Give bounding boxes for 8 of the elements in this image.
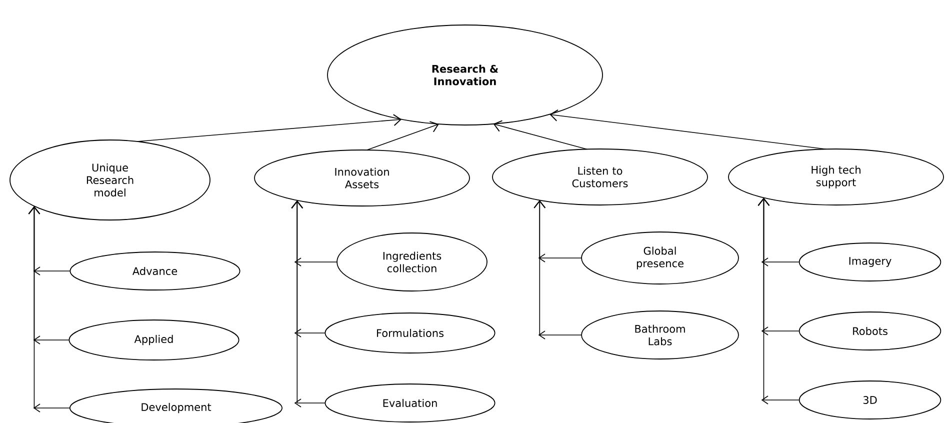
arrow	[136, 114, 402, 142]
arrow	[366, 121, 439, 150]
arrow	[758, 198, 800, 404]
arrow	[534, 200, 582, 340]
arrow	[28, 206, 70, 412]
arrow	[550, 109, 826, 150]
arrow	[493, 120, 588, 150]
arrow	[291, 200, 326, 408]
